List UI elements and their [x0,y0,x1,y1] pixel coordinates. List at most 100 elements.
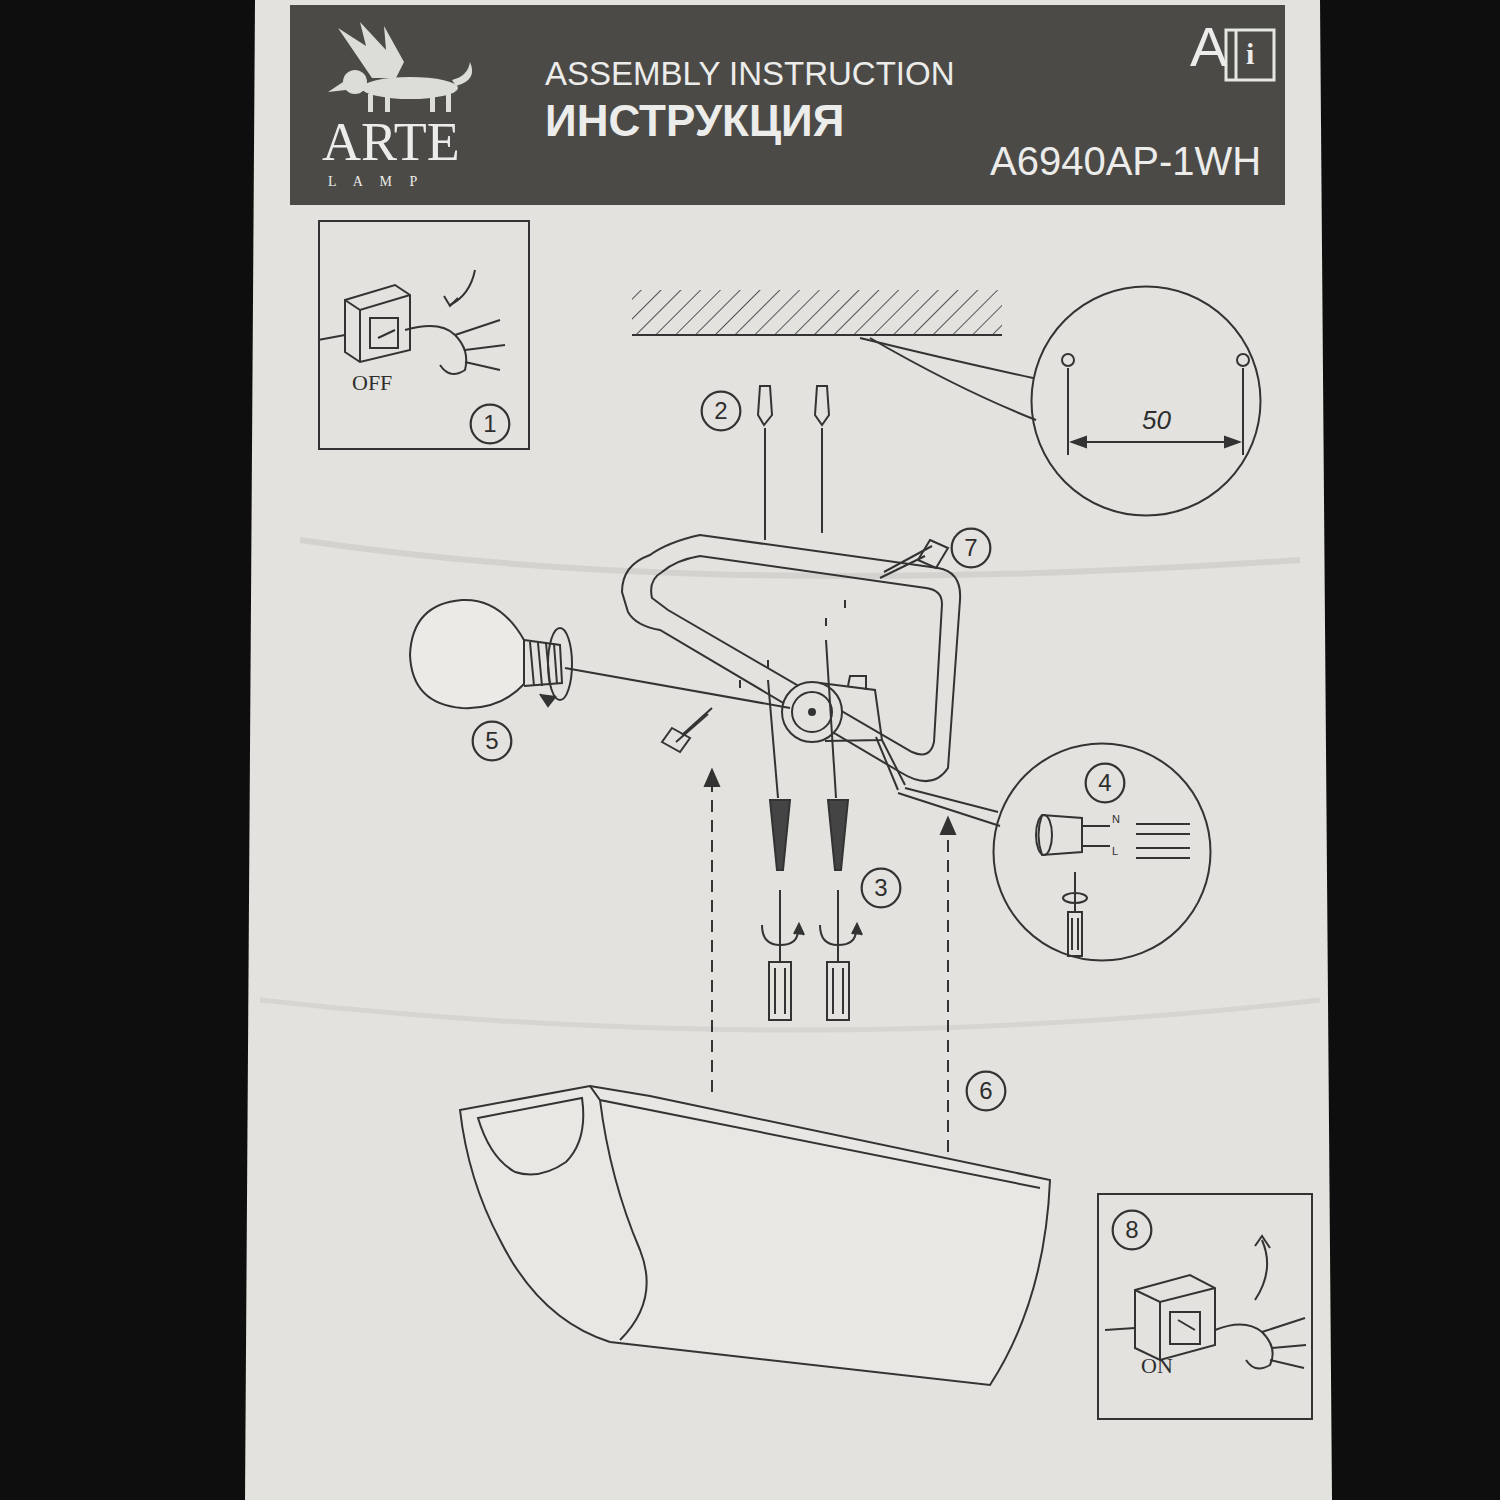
brand-name: ARTE [322,115,460,169]
switch-on-drawing [1135,1288,1215,1360]
callout-number: 1 [469,403,511,445]
info-icon-letter: i [1246,39,1254,69]
manual-icon [1226,30,1274,80]
dimension: 50 [1142,407,1171,433]
mounting-bracket [651,556,942,754]
switch-off-drawing [345,295,410,362]
switch-off-drawing [345,285,410,362]
callout-number: 5 [471,720,513,762]
light-bulb [524,640,562,686]
lamp-shade [460,1086,1050,1385]
dimension-detail [860,338,1033,378]
logo-lion [343,70,367,94]
wall-anchors [758,386,772,425]
title-english: ASSEMBLY INSTRUCTION [545,57,955,90]
header-band [290,5,1285,205]
lamp-shade [478,1098,583,1174]
screws-and-drivers [852,924,862,935]
dimension-detail [1225,437,1239,447]
mounting-bracket [844,600,846,608]
screws-and-drivers [769,962,791,1020]
light-bulb [410,600,790,708]
screws-and-drivers [784,968,786,1014]
callout-number: 7 [950,527,992,569]
side-screws [676,714,708,742]
terminal-name: L [1112,846,1118,857]
light-bulb [540,694,556,706]
switch-on-drawing [1170,1312,1200,1344]
header-band: ARTEL A M PASSEMBLY INSTRUCTIONИНСТРУКЦИ… [290,5,1285,205]
screws-and-drivers [774,968,776,1014]
paper-sheet [245,0,1332,1500]
callout-number: 7 [950,527,992,569]
model-number: A6940AP-1WH [990,141,1261,181]
assembly-arrows [711,784,713,1092]
terminal-detail [1039,815,1083,855]
screws-and-drivers [779,890,781,962]
logo-lion [430,94,435,112]
assembly-arrows [705,770,719,786]
screws-and-drivers [762,640,862,1020]
side-screws [682,708,712,735]
dimension-detail [860,338,1249,455]
switch-state: OFF [352,372,392,394]
callout-number: 1 [469,403,511,445]
dimension-detail [1242,368,1244,455]
lamp-socket [876,737,898,790]
paper-sheet [245,0,1332,1500]
switch-off-drawing [370,318,398,348]
mounting-bracket [825,618,827,626]
terminal-detail [1082,845,1110,847]
manual-icon [1226,30,1274,80]
logo-lion [385,94,390,112]
switch-on-drawing [1105,1328,1135,1330]
lamp-socket [782,676,905,790]
terminal-detail [1136,847,1190,849]
ceiling [632,290,1002,335]
header-band [290,5,1285,205]
side-screws [880,556,925,578]
detail-circle-outline [994,744,1211,961]
switch-off-drawing [378,330,395,338]
screws-and-drivers [820,925,856,945]
screws-and-drivers [768,680,778,798]
light-bulb [565,668,790,708]
switch-on-drawing [1135,1275,1215,1360]
lamp-shade [590,1086,1040,1188]
detail-circle-outline [1032,287,1261,516]
side-screws [662,540,948,752]
detail-circle: 50 [1030,285,1262,517]
detail-circle: NL4 [992,742,1212,962]
callout-number: 4 [1084,762,1126,804]
terminal-detail [1068,912,1082,956]
light-bulb [548,628,572,700]
switch-off-drawing [450,270,475,305]
dimension-detail [1237,354,1249,366]
light-bulb [410,600,524,708]
logo-lion [338,22,404,78]
dimension-detail [1067,368,1069,455]
callout-number: 3 [860,867,902,909]
terminal-detail [1136,823,1190,825]
callout-number: 2 [700,390,742,432]
brand-subtitle: L A M P [328,175,417,189]
switch-off-drawing [405,320,505,374]
screws-and-drivers [837,890,839,962]
logo-lion [446,94,451,112]
light-bulb [530,642,557,686]
switch-off-drawing [318,270,505,374]
version-letter: A [1190,19,1227,75]
side-screws [884,546,932,572]
ceiling [632,334,1002,336]
step-box: OFF 1 [318,220,530,450]
switch-off-drawing [444,296,458,306]
callout-number: 6 [965,1070,1007,1112]
callout-number: 6 [965,1070,1007,1112]
dimension-detail [1072,441,1239,443]
logo-lion [328,22,472,112]
switch-off-drawing [318,335,345,340]
switch-on-drawing [1255,1240,1267,1300]
wall-anchors [764,428,766,540]
